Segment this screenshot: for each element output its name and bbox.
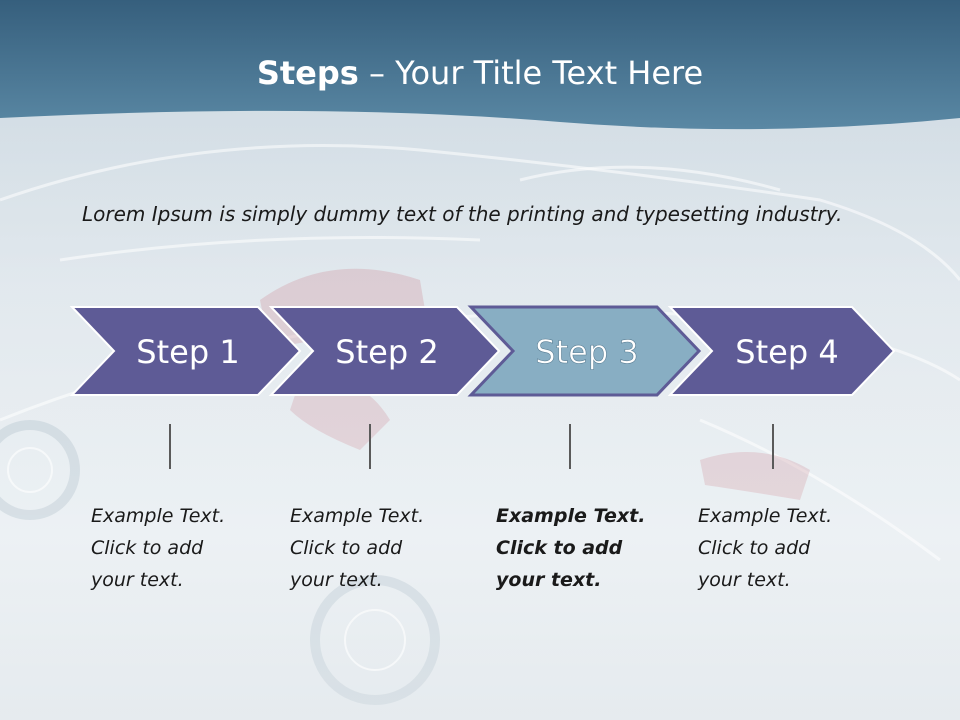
title-bold: Steps [256,54,359,92]
chevron-label: Step 3 [535,333,638,371]
step-text-line: your text. [496,569,602,591]
step-2-text[interactable]: Example Text. Click to add your text. [290,500,470,596]
chevron-shape [667,306,896,396]
step-4-text[interactable]: Example Text. Click to add your text. [698,500,878,596]
chevron-step-2[interactable]: Step 2 [268,306,501,396]
chevron-label: Step 1 [136,333,239,371]
chevron-label: Step 2 [335,333,438,371]
step-text-line: Example Text. [91,505,226,527]
step-3-text[interactable]: Example Text. Click to add your text. [496,500,676,596]
step-text-line: Example Text. [698,505,833,527]
step-text-line: your text. [290,569,383,591]
step-text-line: Example Text. [290,505,425,527]
chevron-label: Step 4 [735,333,838,371]
chevron-step-4[interactable]: Step 4 [667,306,896,396]
chevron-shape [69,306,302,396]
chevron-shape [467,305,702,397]
step-text-line: your text. [698,569,791,591]
step-text-line: your text. [91,569,184,591]
step-text-line: Click to add [698,537,811,559]
step-text-line: Click to add [290,537,403,559]
title-rest: – Your Title Text Here [358,54,704,92]
chevron-shape [268,306,501,396]
slide-title: Steps – Your Title Text Here [0,54,960,92]
step-text-line: Click to add [496,537,623,559]
header-band [0,0,960,130]
step-text-line: Example Text. [496,505,646,527]
intro-text: Lorem Ipsum is simply dummy text of the … [82,202,843,226]
step-1-text[interactable]: Example Text. Click to add your text. [91,500,271,596]
chevron-step-1[interactable]: Step 1 [69,306,302,396]
chevron-step-3[interactable]: Step 3 [467,305,702,397]
step-text-line: Click to add [91,537,204,559]
